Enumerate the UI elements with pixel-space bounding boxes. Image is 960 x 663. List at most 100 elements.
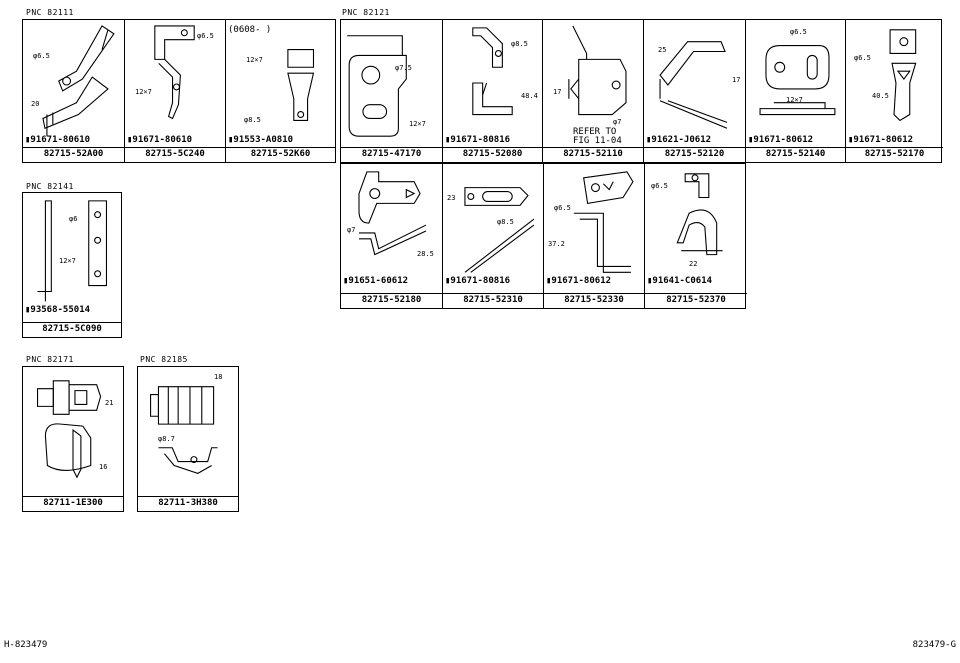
bolt-part-number: ▮91671-80612 [748, 135, 814, 145]
dimension-label: 37.2 [548, 240, 565, 248]
bolt-part-number: ▮91671-80610 [25, 135, 91, 145]
pnc-label: PNC 82121 [342, 8, 390, 17]
part-cell[interactable]: φ6 12×7 ▮93568-55014 82715-5C090 [23, 193, 121, 337]
part-number[interactable]: 82715-52310 [443, 293, 543, 308]
dimension-label: φ6.5 [33, 52, 50, 60]
dimension-label: 23 [447, 194, 456, 202]
dimension-label: φ7.5 [395, 64, 412, 72]
dimension-label: φ8.5 [244, 116, 261, 124]
dimension-label: 12×7 [246, 56, 263, 64]
dimension-label: 40.5 [872, 92, 889, 100]
bolt-part-number: ▮91641-C0614 [647, 276, 713, 286]
dimension-label: 16 [99, 463, 108, 471]
part-group-82121-row2: φ7 28.5 ▮91651-60612 82715-52180 23 φ8.5… [340, 163, 747, 309]
dimension-label: φ8.5 [497, 218, 514, 226]
part-group-82171: 21 16 82711-1E300 [22, 366, 124, 512]
part-cell[interactable]: φ6.5 12×7 ▮91671-80612 82715-52140 [746, 20, 846, 162]
part-number[interactable]: 82715-52180 [341, 293, 442, 308]
part-cell[interactable]: φ6.5 22 ▮91641-C0614 82715-52370 [645, 164, 747, 308]
dimension-label: 22 [689, 260, 698, 268]
part-cell[interactable]: φ7 28.5 ▮91651-60612 82715-52180 [341, 164, 443, 308]
illustration-id-right: 823479-G [912, 640, 956, 650]
part-cell[interactable]: 17 φ7 REFER TO FIG 11-04 82715-52110 [543, 20, 644, 162]
part-number[interactable]: 82715-47170 [341, 147, 442, 162]
part-cell[interactable]: 21 16 82711-1E300 [23, 367, 123, 511]
part-number[interactable]: 82711-3H380 [138, 496, 238, 511]
part-number[interactable]: 82715-52110 [543, 147, 643, 162]
dimension-label: φ8.5 [511, 40, 528, 48]
pnc-label: PNC 82111 [26, 8, 74, 17]
pnc-label: PNC 82171 [26, 355, 74, 364]
part-cell[interactable]: φ6.5 20 ▮91671-80610 82715-52A00 [23, 20, 125, 162]
part-cell[interactable]: φ8.5 48.4 ▮91671-80816 82715-52080 [443, 20, 543, 162]
part-cell[interactable]: φ6.5 12×7 ▮91671-80610 82715-5C240 [125, 20, 226, 162]
part-number[interactable]: 82715-52330 [544, 293, 644, 308]
bolt-part-number: ▮91671-80816 [445, 276, 511, 286]
dimension-label: φ6.5 [790, 28, 807, 36]
dimension-label: φ6 [69, 215, 78, 223]
dimension-label: 12×7 [135, 88, 152, 96]
bracket-drawing [544, 164, 644, 294]
part-number[interactable]: 82715-52370 [645, 293, 747, 308]
dimension-label: 48.4 [521, 92, 538, 100]
dimension-label: 12×7 [786, 96, 803, 104]
dimension-label: φ8.7 [158, 435, 175, 443]
part-number[interactable]: 82715-52140 [746, 147, 845, 162]
dimension-label: φ7 [613, 118, 622, 126]
bracket-drawing [226, 20, 335, 148]
dimension-label: 20 [31, 100, 40, 108]
part-number[interactable]: 82715-52120 [644, 147, 745, 162]
part-number[interactable]: 82715-52A00 [23, 147, 124, 162]
part-number[interactable]: 82715-5C240 [125, 147, 225, 162]
part-cell[interactable]: 23 φ8.5 ▮91671-80816 82715-52310 [443, 164, 544, 308]
bolt-part-number: ▮91671-80612 [546, 276, 612, 286]
dimension-label: φ6.5 [651, 182, 668, 190]
bracket-drawing [644, 20, 745, 148]
part-group-82121: φ7.5 12×7 82715-47170 φ8.5 48.4 ▮91671-8… [340, 19, 943, 163]
applicability-note: (0608- ) [228, 25, 272, 35]
bolt-part-number: ▮91621-J0612 [646, 135, 712, 145]
bracket-drawing [23, 193, 121, 323]
bracket-drawing [645, 164, 747, 294]
part-number[interactable]: 82711-1E300 [23, 496, 123, 511]
dimension-label: φ6.5 [854, 54, 871, 62]
part-cell[interactable]: 25 17 ▮91621-J0612 82715-52120 [644, 20, 746, 162]
bolt-part-number: ▮91651-60612 [343, 276, 409, 286]
illustration-id-left: H-823479 [4, 640, 48, 650]
dimension-label: 17 [732, 76, 741, 84]
bracket-drawing [341, 164, 442, 294]
part-number[interactable]: 82715-52170 [846, 147, 943, 162]
bracket-drawing [23, 367, 123, 497]
pnc-label: PNC 82185 [140, 355, 188, 364]
part-cell[interactable]: φ6.5 40.5 ▮91671-80612 82715-52170 [846, 20, 943, 162]
dimension-label: 18 [214, 373, 223, 381]
dimension-label: φ6.5 [554, 204, 571, 212]
dimension-label: 28.5 [417, 250, 434, 258]
part-group-82141: φ6 12×7 ▮93568-55014 82715-5C090 [22, 192, 122, 338]
bracket-drawing [443, 20, 542, 148]
part-cell[interactable]: φ7.5 12×7 82715-47170 [341, 20, 443, 162]
pnc-label: PNC 82141 [26, 182, 74, 191]
bracket-drawing [23, 20, 124, 148]
bracket-drawing [138, 367, 238, 497]
bracket-drawing [443, 164, 543, 294]
part-group-82111: φ6.5 20 ▮91671-80610 82715-52A00 φ6.5 12… [22, 19, 336, 163]
part-number[interactable]: 82715-5C090 [23, 322, 121, 337]
part-cell[interactable]: φ6.5 37.2 ▮91671-80612 82715-52330 [544, 164, 645, 308]
bolt-part-number: ▮91671-80612 [848, 135, 914, 145]
dimension-label: 12×7 [409, 120, 426, 128]
dimension-label: 17 [553, 88, 562, 96]
dimension-label: 21 [105, 399, 114, 407]
dimension-label: φ7 [347, 226, 356, 234]
bracket-drawing [746, 20, 845, 148]
dimension-label: 25 [658, 46, 667, 54]
reference-note: REFER TO FIG 11-04 [573, 127, 622, 146]
part-cell[interactable]: (0608- ) 12×7 φ8.5 ▮91553-A0810 82715-52… [226, 20, 335, 162]
bolt-part-number: ▮91671-80610 [127, 135, 193, 145]
dimension-label: φ6.5 [197, 32, 214, 40]
bracket-drawing [543, 20, 643, 148]
part-cell[interactable]: 18 φ8.7 82711-3H380 [138, 367, 238, 511]
part-number[interactable]: 82715-52080 [443, 147, 542, 162]
part-number[interactable]: 82715-52K60 [226, 147, 335, 162]
bolt-part-number: ▮93568-55014 [25, 305, 91, 315]
